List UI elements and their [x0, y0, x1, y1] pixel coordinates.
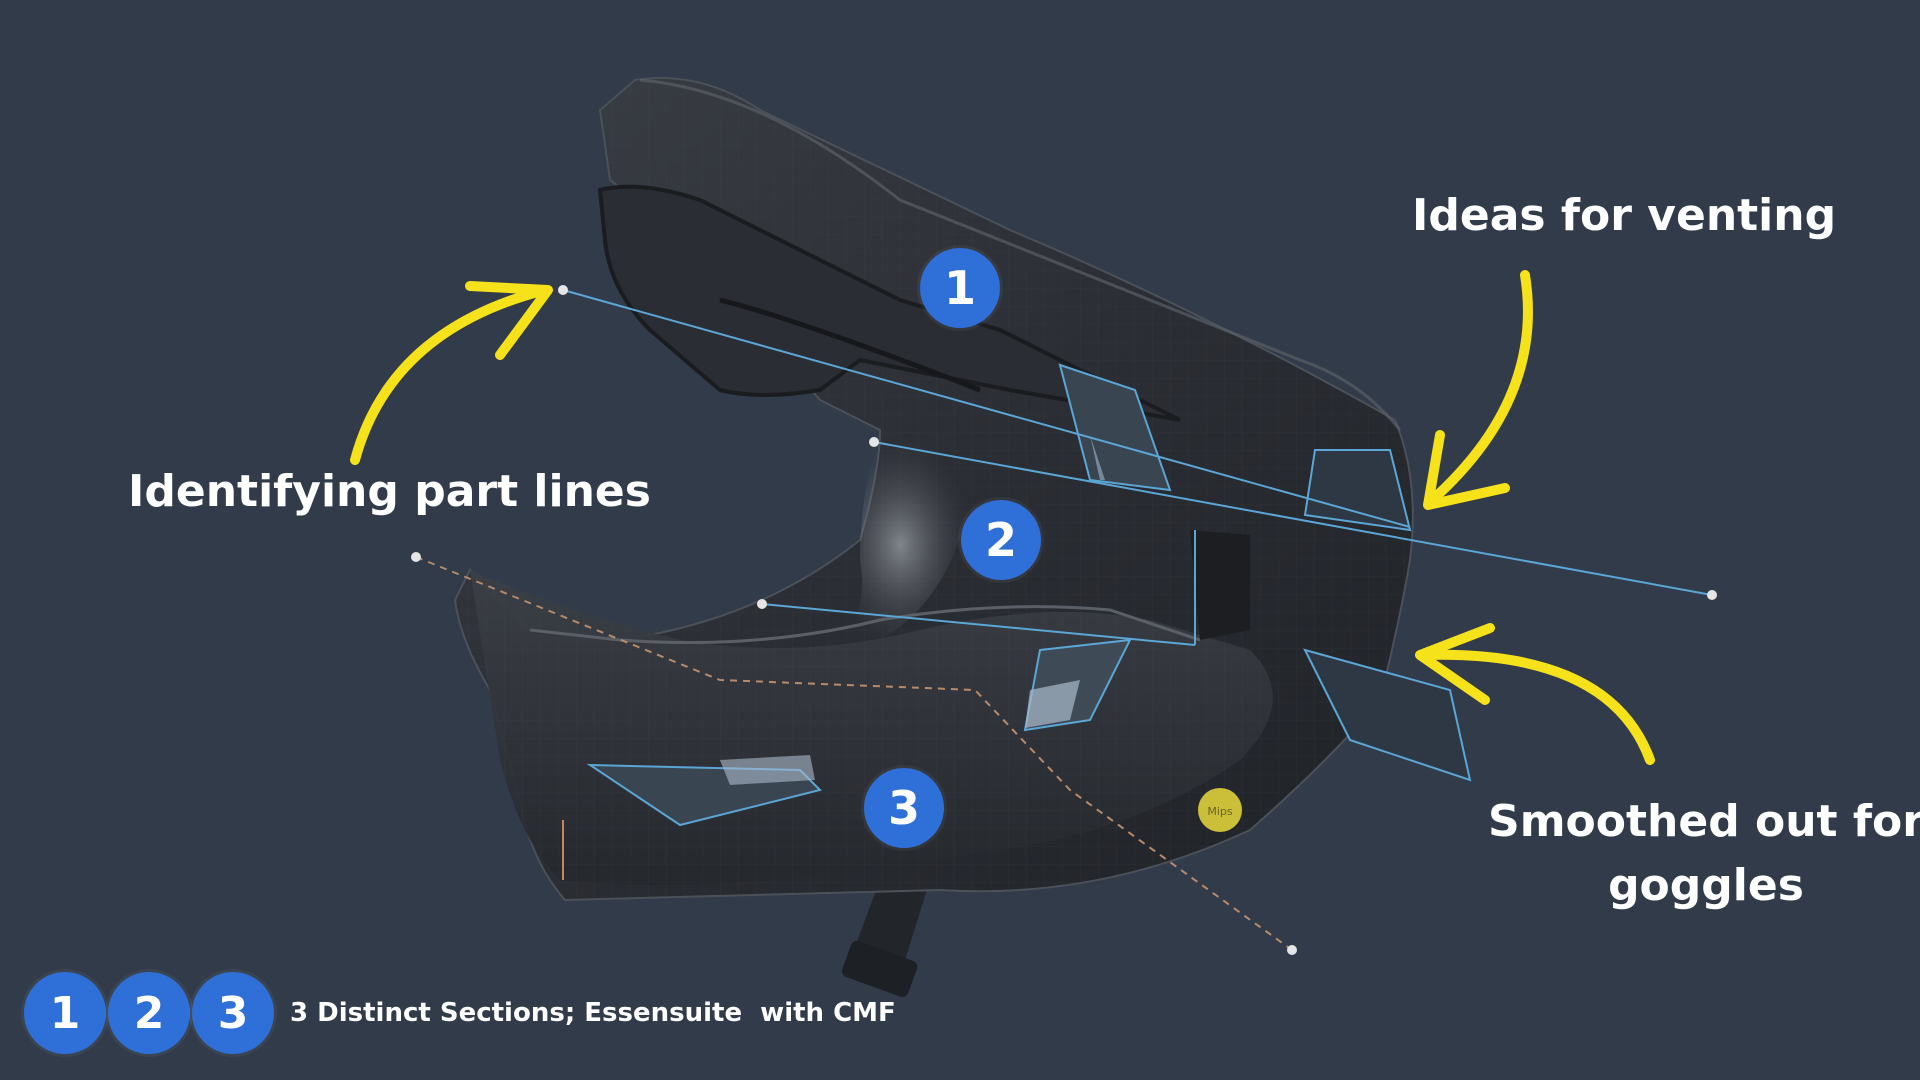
part-line-guides — [411, 285, 1717, 955]
part-lines-arrow — [350, 285, 550, 465]
goggles-label-line1: Smoothed out for — [1488, 796, 1920, 847]
mips-logo — [1198, 788, 1242, 832]
venting-label: Ideas for venting — [1412, 190, 1837, 241]
sections-legend: 1 2 3 3 Distinct Sections; Essensuite wi… — [24, 972, 896, 1054]
legend-badge-2: 2 — [108, 972, 190, 1054]
goggles-label-line2: goggles — [1608, 860, 1804, 911]
helmet-illustration: Mips — [453, 77, 1472, 998]
goggles-label: Smoothed out for goggles — [1488, 790, 1920, 918]
legend-badge-3: 3 — [192, 972, 274, 1054]
svg-text:Mips: Mips — [1207, 805, 1233, 818]
legend-badge-1: 1 — [24, 972, 106, 1054]
legend-text: 3 Distinct Sections; Essensuite with CMF — [290, 998, 896, 1028]
section-marker-3: 3 — [864, 768, 944, 848]
annotation-arrows — [350, 270, 1655, 765]
section-marker-2: 2 — [961, 500, 1041, 580]
section-marker-1: 1 — [920, 248, 1000, 328]
part-lines-label: Identifying part lines — [128, 466, 651, 517]
venting-arrow — [1425, 270, 1533, 507]
goggles-arrow — [1420, 649, 1655, 765]
